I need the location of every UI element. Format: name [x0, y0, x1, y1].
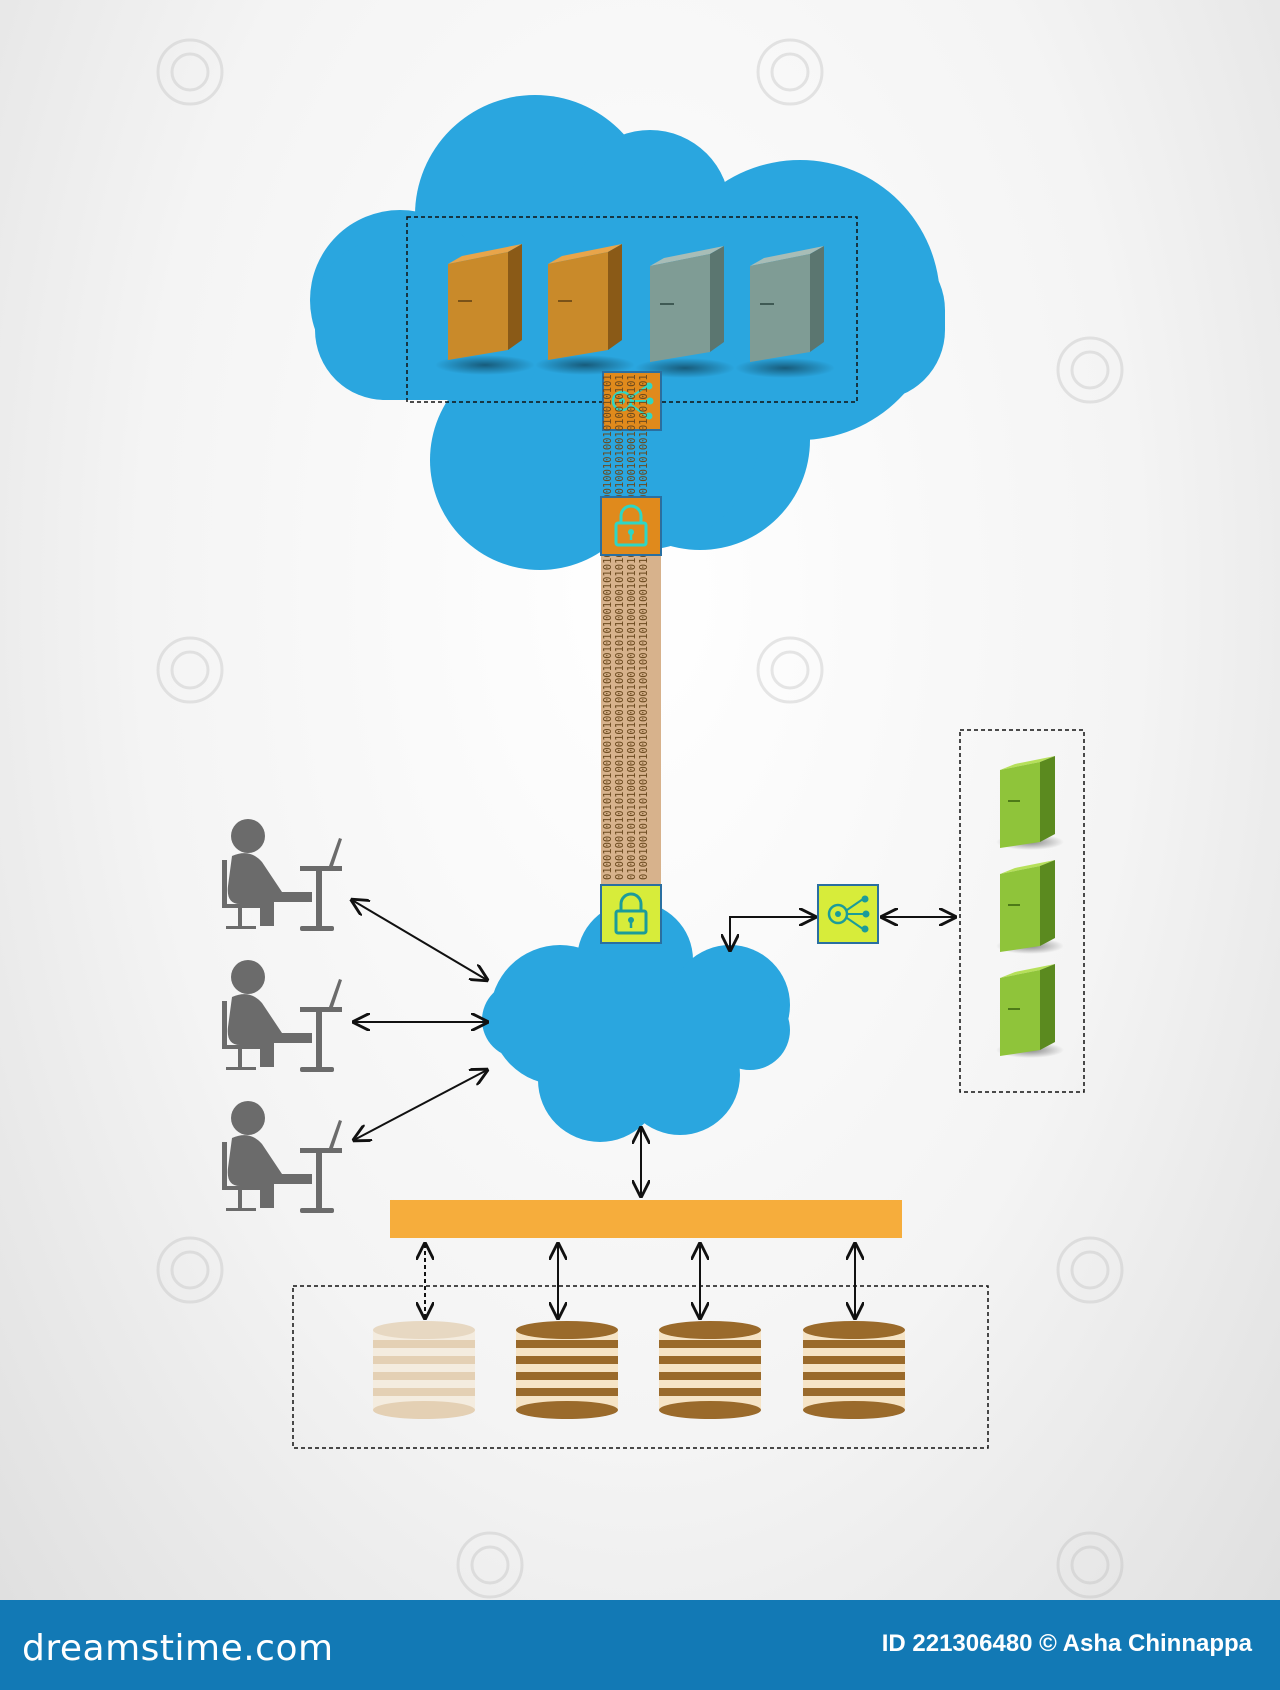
- footer-credit: ID 221306480 © Asha Chinnappa: [881, 1630, 1252, 1657]
- arrow-cloud-to-router: [730, 917, 815, 950]
- watermark-logo: [1056, 1236, 1124, 1304]
- padlock-icon: [600, 496, 662, 556]
- green-server-1: [996, 756, 1064, 850]
- bottom-cloud: [482, 902, 790, 1142]
- watermark-logo: [156, 1236, 224, 1304]
- user-workstation-2: [222, 960, 342, 1072]
- footer-brand[interactable]: dreamstime.com: [22, 1628, 334, 1669]
- watermark-logo: [1056, 1531, 1124, 1599]
- user-workstation-3: [222, 1101, 342, 1213]
- database-1: [373, 1321, 475, 1419]
- database-4: [803, 1321, 905, 1419]
- tunnel-binary-line: 0100100101010100100100101001001001001010…: [602, 374, 614, 880]
- network-architecture-diagram: 0100100101010100100100101001001001001010…: [156, 38, 1124, 1599]
- green-server-2: [996, 860, 1064, 954]
- hub-share-icon: [817, 884, 879, 944]
- user-workstation-1: [222, 819, 342, 931]
- cloud-server-group-box: [406, 216, 858, 403]
- watermark-logo: [1056, 336, 1124, 404]
- database-group-box: [292, 1285, 989, 1449]
- watermark-logo: [156, 38, 224, 106]
- watermark-logo: [756, 38, 824, 106]
- watermark-logo: [456, 1531, 524, 1599]
- arrow-user3-cloud: [354, 1070, 487, 1140]
- tunnel-binary-line: 0100100101010100100100101001001001001010…: [626, 374, 638, 880]
- data-bus: [390, 1200, 902, 1238]
- cloud-server-2: [535, 244, 635, 375]
- footer-bar: dreamstime.com ID 221306480 © Asha Chinn…: [0, 1600, 1280, 1690]
- watermark-logo: [156, 636, 224, 704]
- green-server-group-box: [959, 729, 1085, 1093]
- watermark-group: [156, 38, 1124, 1599]
- hub-share-icon: [602, 371, 662, 431]
- database-3: [659, 1321, 761, 1419]
- database-2: [516, 1321, 618, 1419]
- arrow-user1-cloud: [352, 900, 487, 980]
- green-server-3: [996, 964, 1064, 1058]
- watermark-logo: [756, 636, 824, 704]
- cloud-server-1: [435, 244, 535, 375]
- cloud-server-4: [735, 246, 835, 378]
- tunnel-binary-line: 0100100101010100100100101001001001001010…: [638, 374, 650, 880]
- tunnel-binary-line: 0100100101010100100100101001001001001010…: [614, 374, 626, 880]
- padlock-icon: [600, 884, 662, 944]
